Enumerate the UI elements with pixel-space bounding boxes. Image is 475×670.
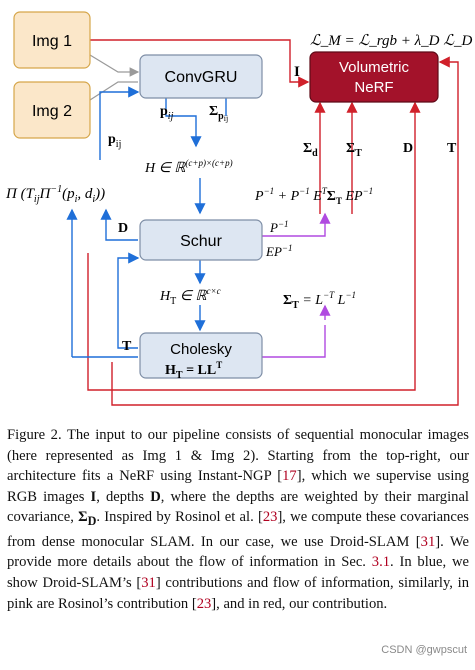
convgru-label: ConvGRU	[165, 69, 238, 86]
T-right-label: T	[447, 141, 457, 156]
citation-link[interactable]: 23	[262, 509, 278, 526]
pij-left-label: pij	[108, 132, 121, 150]
nerf-box: Volumetric NeRF	[309, 51, 439, 103]
cholesky-box: Cholesky	[139, 332, 263, 379]
pipeline-diagram: Img 1 Img 2 ConvGRU Schur Cholesky Volum…	[5, 11, 473, 406]
section-link[interactable]: 3.1	[371, 554, 391, 571]
convgru-box: ConvGRU	[139, 54, 263, 99]
img1-label: Img 1	[32, 33, 72, 50]
hessian-label: H ∈ ℝ(c+p)×(c+p)	[144, 158, 233, 176]
citation-link[interactable]: 17	[282, 468, 297, 485]
schur-label: Schur	[180, 233, 222, 250]
sigmaT-eq-label: ΣT = L−T L−1	[283, 290, 356, 311]
T-left-label: T	[122, 339, 132, 354]
figure-caption: Figure 2. The input to our pipeline cons…	[7, 427, 470, 612]
EP-inv-label: EP−1	[265, 243, 292, 259]
loss-label: ℒ_M = ℒ_rgb + λ_D ℒ_D	[310, 33, 473, 49]
projection-label: Π (TijΠ−1(pi, di))	[5, 184, 105, 205]
schur-complement-expr: P−1 + P−1 ETΣT EP−1	[254, 186, 373, 206]
schur-box: Schur	[139, 219, 263, 261]
cholesky-label: Cholesky	[170, 341, 232, 358]
sigma-d-label: Σd	[303, 141, 318, 159]
citation-link[interactable]: 23	[196, 595, 212, 612]
P-inv-label: P−1	[269, 219, 289, 235]
citation-link[interactable]: 31	[141, 575, 156, 592]
watermark: CSDN @gwpscut	[379, 644, 469, 656]
img1-box: Img 1	[13, 11, 91, 69]
img2-box: Img 2	[13, 81, 91, 139]
citation-link[interactable]: 31	[420, 533, 436, 550]
pij-label: pij	[160, 104, 174, 122]
img2-label: Img 2	[32, 103, 72, 120]
D-right-label: D	[403, 141, 413, 156]
nerf-label-1: Volumetric	[339, 59, 410, 76]
I-label: I	[294, 64, 300, 80]
nerf-label-2: NeRF	[354, 79, 393, 96]
sigma-t-label: ΣT	[346, 141, 362, 159]
HT-LL-label: HT = LLT	[165, 360, 222, 381]
HT-label: HT ∈ ℝc×c	[159, 286, 221, 307]
D-left-label: D	[118, 221, 128, 236]
sigma-p-label: Σpij	[209, 104, 228, 123]
